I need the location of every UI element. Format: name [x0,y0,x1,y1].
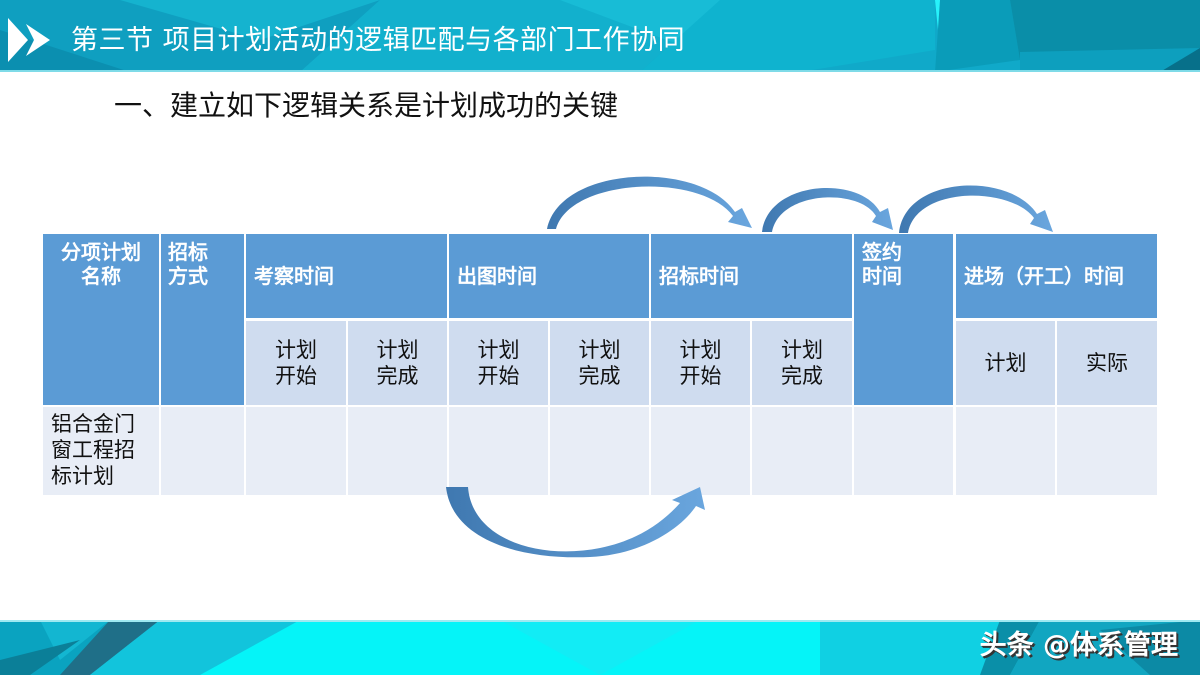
subheader-line: 开始 [679,364,722,388]
banner-polygon-background [0,620,1200,675]
subheader-tender-start: 计划开始 [651,321,750,405]
subheader-inspection-finish: 计划完成 [348,321,447,405]
cell-tender-finish [752,407,852,495]
header-drawing-time: 出图时间 [449,234,649,318]
row-item-name-line: 窗工程招 [51,438,135,462]
cell-entry-actual [1057,407,1157,495]
row-item-name-line: 标计划 [51,464,114,488]
subheader-line: 计划 [477,338,520,362]
cell-drawing-finish [550,407,649,495]
row-item-name-line: 铝合金门 [51,412,135,436]
section-title: 第三节 项目计划活动的逻辑匹配与各部门工作协同 [71,25,686,56]
cell-tender-start [651,407,750,495]
header-signing-time: 签约 时间 [854,234,953,405]
subheader-line: 计划 [679,338,722,362]
subheader-line: 完成 [578,364,621,388]
header-tender-time: 招标时间 [651,234,852,318]
header-tender-method-line2: 方式 [168,264,208,288]
cell-inspection-start [246,407,346,495]
header-signing-time-line1: 签约 [862,240,902,264]
play-triangles-icon [8,18,50,62]
header-item-name-line1: 分项计划 [61,240,141,264]
subheader-line: 计划 [275,338,317,362]
header-signing-time-line2: 时间 [862,264,902,288]
row-item-name: 铝合金门 窗工程招 标计划 [43,407,159,495]
banner-polygon-background [0,0,1200,72]
curved-arrow-icon [899,185,1053,233]
cell-entry-planned [956,407,1055,495]
cell-drawing-start [449,407,548,495]
subheader-line: 开始 [275,364,317,388]
cell-signing-time [854,407,953,495]
curved-arrow-icon [547,176,752,229]
header-item-name: 分项计划 名称 [43,234,159,405]
subheader-line: 完成 [781,364,823,388]
curved-arrow-icon [762,187,893,232]
subheader-entry-planned: 计划 [956,321,1055,405]
cell-inspection-finish [348,407,447,495]
header-entry-time: 进场（开工）时间 [956,234,1157,318]
curved-arrow-icon [446,487,705,558]
bottom-banner [0,620,1200,675]
subheader-line: 计划 [578,338,621,362]
header-tender-method-line1: 招标 [168,240,208,264]
subheader-line: 计划 [376,338,419,362]
subheader-tender-finish: 计划完成 [752,321,852,405]
banner-divider [0,70,1200,72]
subheader-line: 计划 [781,338,823,362]
subheader-inspection-start: 计划开始 [246,321,346,405]
subheader-line: 开始 [477,364,520,388]
subheader-entry-actual: 实际 [1057,321,1157,405]
subheader-drawing-start: 计划开始 [449,321,548,405]
top-banner [0,0,1200,72]
slide-subtitle: 一、建立如下逻辑关系是计划成功的关键 [114,89,619,122]
subheader-line: 完成 [376,364,419,388]
header-tender-method: 招标 方式 [161,234,244,405]
header-inspection-time: 考察时间 [246,234,447,318]
watermark: 头条 @体系管理 [979,630,1178,661]
subheader-drawing-finish: 计划完成 [550,321,649,405]
cell-tender-method [161,407,244,495]
banner-divider [0,620,1200,622]
header-item-name-line2: 名称 [81,264,121,288]
